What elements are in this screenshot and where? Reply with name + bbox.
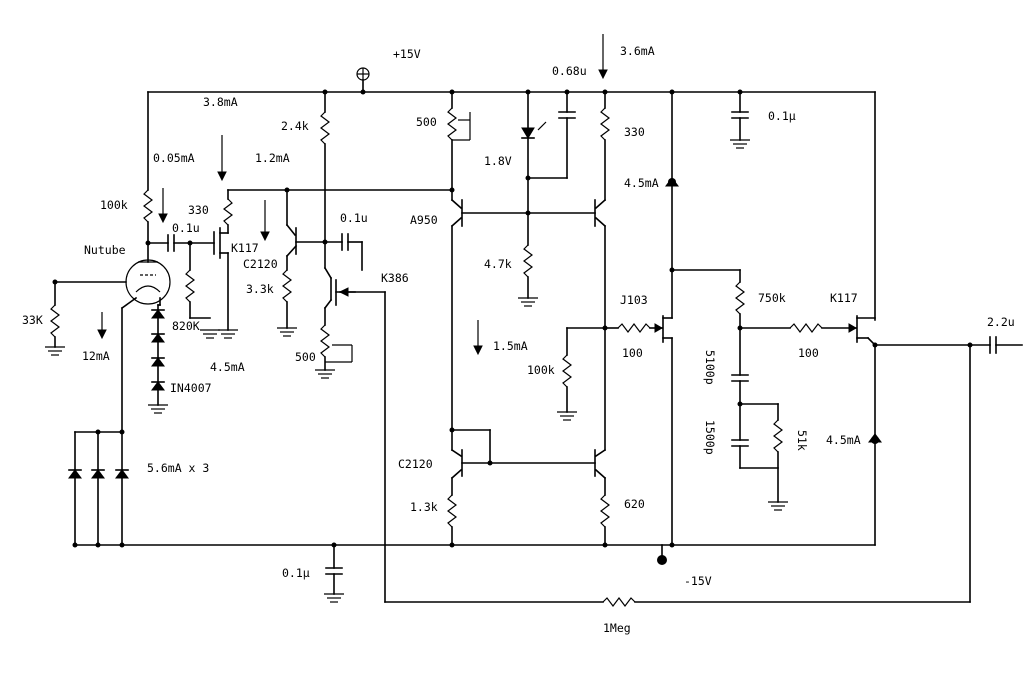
label-res-13k: 1.3k — [410, 500, 438, 514]
label-q-K117-a: K117 — [231, 241, 259, 255]
label-res-100-a: 100 — [622, 346, 643, 360]
label-res-100-b: 100 — [798, 346, 819, 360]
resistor-1.3k — [447, 494, 457, 528]
label-cur-36mA: 3.6mA — [620, 44, 655, 58]
label-res-51k: 51k — [795, 430, 809, 451]
label-q-C2120-b: C2120 — [398, 457, 433, 471]
resistor-51k — [773, 419, 783, 453]
label-res-750k: 750k — [758, 291, 786, 305]
label-res-100k-b: 100k — [527, 363, 555, 377]
label-res-1Meg: 1Meg — [603, 621, 631, 635]
label-cur-45mA-c: 4.5mA — [826, 433, 861, 447]
label-d-IN4007: IN4007 — [170, 381, 212, 395]
label-res-100k-a: 100k — [100, 198, 128, 212]
label-res-820K: 820K — [172, 319, 200, 333]
label-q-C2120-a: C2120 — [243, 257, 278, 271]
label-res-620: 620 — [624, 497, 645, 511]
label-cur-005mA: 0.05mA — [153, 151, 195, 165]
label-cur-45mA-b: 4.5mA — [210, 360, 245, 374]
diode-icon — [151, 309, 165, 319]
resistor-3.3k — [282, 269, 292, 303]
resistor-620 — [600, 494, 610, 528]
label-cap-5100p: 5100p — [703, 350, 717, 385]
label-plus15v: +15V — [393, 47, 421, 61]
trimmer-500-bottom — [320, 324, 330, 358]
label-q-K117-b: K117 — [830, 291, 858, 305]
label-cur-15mA: 1.5mA — [493, 339, 528, 353]
trimmer-500-top — [447, 107, 457, 141]
label-cur-38mA: 3.8mA — [203, 95, 238, 109]
resistor-330-k117 — [223, 198, 233, 226]
label-q-K386: K386 — [381, 271, 409, 285]
label-cap-01u-top: 0.1μ — [768, 109, 796, 123]
label-cur-12mA: 12mA — [82, 349, 110, 363]
label-cap-01u-bot: 0.1μ — [282, 566, 310, 580]
resistor-100k-plate — [143, 189, 153, 223]
current-arrow-icon — [97, 34, 608, 356]
resistor-100-k117 — [789, 323, 823, 333]
label-res-500-bot: 500 — [295, 350, 316, 364]
label-q-J103: J103 — [620, 293, 648, 307]
resistor-4.7k — [523, 244, 533, 278]
label-minus15v: -15V — [684, 574, 712, 588]
label-res-33k-b: 3.3k — [246, 282, 274, 296]
nutube-icon — [125, 259, 171, 305]
label-cur-56mA: 5.6mA x 3 — [147, 461, 209, 475]
label-q-A950: A950 — [410, 213, 438, 227]
label-cur-45mA-a: 4.5mA — [624, 176, 659, 190]
label-res-24k: 2.4k — [281, 119, 309, 133]
resistor-100-j103 — [617, 323, 651, 333]
label-res-330-right: 330 — [624, 125, 645, 139]
label-cap-22u: 2.2u — [987, 315, 1015, 329]
label-res-500-top: 500 — [416, 115, 437, 129]
label-cap-01u-b: 0.1u — [340, 211, 368, 225]
label-cap-01u-a: 0.1u — [172, 221, 200, 235]
crd-diode-icon — [68, 469, 129, 479]
label-v-18V: 1.8V — [484, 154, 512, 168]
led-icon — [521, 127, 535, 139]
label-cap-1500p: 1500p — [703, 420, 717, 455]
resistor-330-right — [600, 107, 610, 141]
label-res-47k: 4.7k — [484, 257, 512, 271]
label-res-330-left: 330 — [188, 203, 209, 217]
resistor-1Meg — [602, 597, 636, 607]
resistor-820k — [185, 269, 195, 303]
label-cur-12mA-b: 1.2mA — [255, 151, 290, 165]
label-cap-068u: 0.68u — [552, 64, 587, 78]
resistor-750k — [735, 281, 745, 315]
label-tube-Nutube: Nutube — [84, 243, 126, 257]
c2120-collector — [285, 223, 297, 237]
resistor-2.4k — [320, 111, 330, 145]
resistor-33K — [50, 304, 60, 338]
resistor-100k-bias — [562, 354, 572, 388]
label-res-33K: 33K — [22, 313, 43, 327]
